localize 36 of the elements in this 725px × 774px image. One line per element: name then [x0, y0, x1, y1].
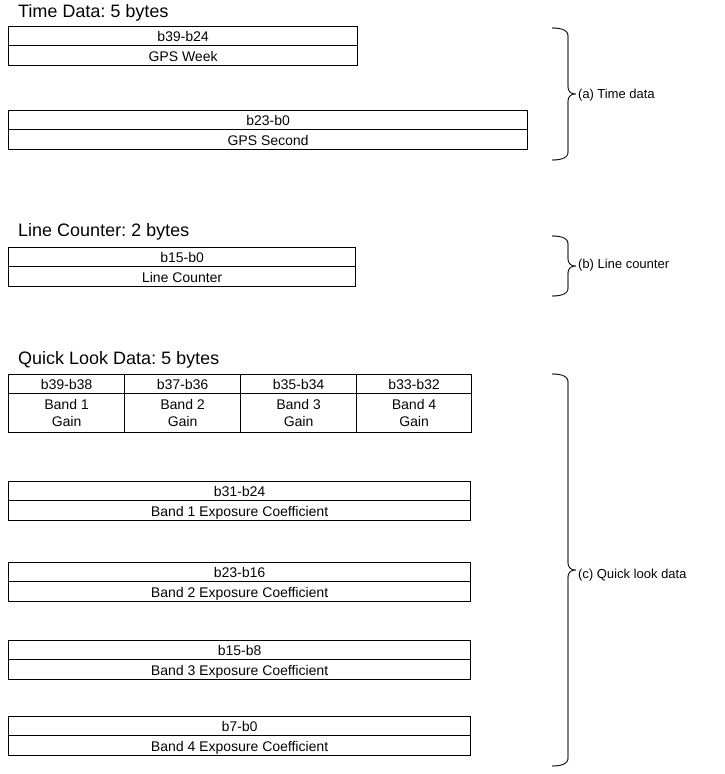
bit-range: b23-b16	[9, 563, 470, 582]
section-heading: Quick Look Data: 5 bytes	[18, 348, 220, 369]
bit-range: b23-b0	[9, 111, 527, 130]
field-name: Band 2 Gain	[159, 396, 206, 430]
brace-label: (c) Quick look data	[578, 566, 686, 581]
bit-range: b15-b8	[9, 641, 470, 660]
register-field	[356, 374, 472, 433]
field-name: Band 2 Exposure Coefficient	[150, 584, 328, 600]
register-field	[8, 716, 471, 756]
section-heading: Line Counter: 2 bytes	[18, 220, 190, 241]
register-field	[240, 374, 357, 433]
register-field	[8, 640, 471, 680]
register-field	[8, 26, 358, 66]
register-field	[8, 110, 528, 150]
bit-range: b7-b0	[9, 717, 470, 736]
field-name: Band 1 Exposure Coefficient	[150, 502, 328, 518]
field-name: Band 3 Exposure Coefficient	[150, 662, 328, 678]
register-field	[8, 247, 356, 287]
field-name: Band 1 Gain	[43, 396, 90, 430]
register-field	[8, 562, 471, 602]
field-name: Band 4 Gain	[390, 396, 438, 430]
register-field	[124, 374, 241, 433]
bit-range: b31-b24	[9, 482, 470, 501]
field-name: GPS Second	[228, 132, 308, 148]
field-name: Line Counter	[142, 268, 222, 284]
bit-range: b33-b32	[357, 375, 471, 394]
register-field	[8, 374, 125, 433]
section-heading: Time Data: 5 bytes	[18, 1, 168, 22]
brace-label: (b) Line counter	[578, 256, 670, 271]
field-name: GPS Week	[148, 48, 218, 64]
field-name: Band 3 Gain	[275, 396, 322, 430]
bit-range: b39-b24	[9, 27, 357, 46]
field-name: Band 4 Exposure Coefficient	[150, 738, 328, 754]
register-field	[8, 481, 471, 521]
bit-range: b15-b0	[9, 248, 355, 267]
brace-label: (a) Time data	[578, 86, 655, 101]
